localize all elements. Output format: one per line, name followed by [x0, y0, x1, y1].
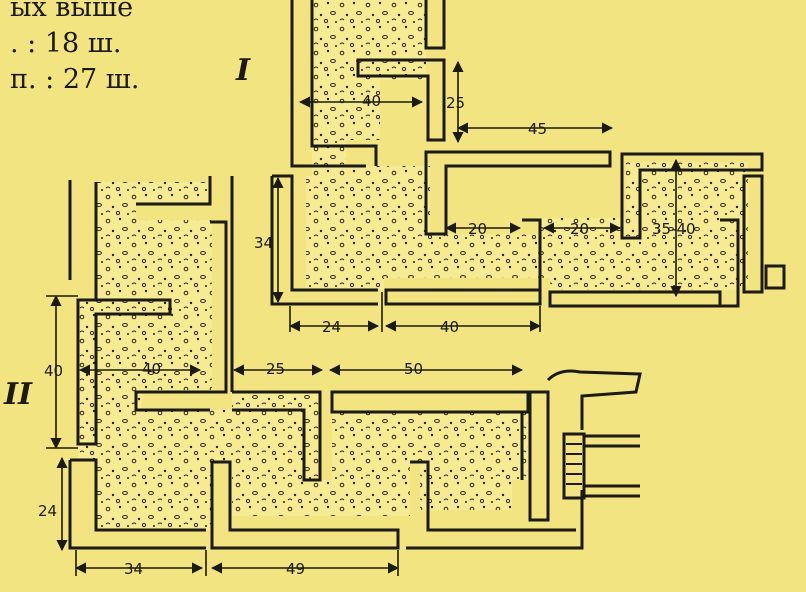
header-line-2: . : 18 ш.	[10, 28, 122, 59]
dim-i-mid-left: 20	[468, 220, 487, 238]
dim-ii-bottom-left: 34	[124, 560, 143, 578]
dim-ii-bottom-height: 24	[38, 502, 57, 520]
section-i-dimension-lines	[272, 60, 682, 332]
section-ii-dimension-labels: 40 40 25 50 24 34 49	[38, 360, 423, 578]
header-line-3: п. : 27 ш.	[10, 64, 140, 95]
dim-i-bottom-left: 24	[322, 318, 341, 336]
dim-i-top-offset: 25	[446, 94, 465, 112]
section-ii-walls	[68, 176, 642, 550]
dim-ii-top-width: 40	[142, 360, 161, 378]
dim-i-mid-right: 20	[570, 220, 589, 238]
section-i-label: I	[235, 53, 251, 88]
dim-i-top-width: 40	[362, 92, 381, 110]
section-i-dimension-labels: 40 25 45 20 20 35-40 34 24 40	[254, 92, 696, 336]
section-i-walls	[270, 0, 786, 308]
dim-i-right-top: 45	[528, 120, 547, 138]
header-line-1: ых выше	[10, 0, 134, 23]
dim-i-bottom-right: 40	[440, 318, 459, 336]
dim-ii-mid: 25	[266, 360, 285, 378]
dim-ii-right: 50	[404, 360, 423, 378]
section-i: 40 25 45 20 20 35-40 34 24 40 I	[235, 0, 786, 336]
dim-i-left-height: 34	[254, 234, 273, 252]
section-ii-label: II	[3, 377, 33, 412]
section-ii-dimension-lines	[46, 294, 524, 576]
dim-ii-left-height: 40	[44, 362, 63, 380]
dim-ii-bottom-right: 49	[286, 560, 305, 578]
section-i-fill	[306, 0, 748, 290]
dim-i-right-height: 35-40	[652, 220, 696, 238]
section-ii-fill	[78, 182, 528, 530]
section-ii-brick-hatch	[566, 443, 582, 485]
section-ii: 40 40 25 50 24 34 49 II	[3, 176, 642, 578]
